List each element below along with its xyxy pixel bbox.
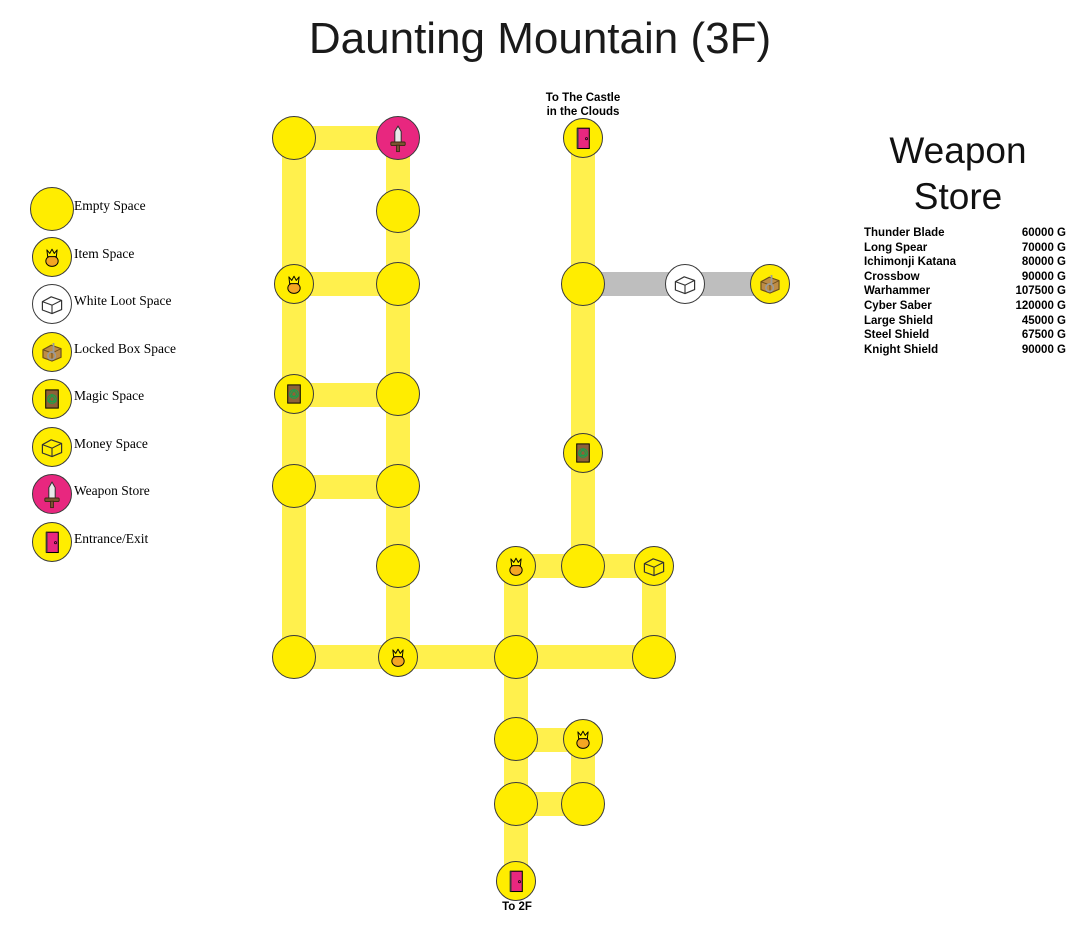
weapon-store-title: Weapon Store xyxy=(889,130,1027,217)
legend-item-empty: Empty Space xyxy=(26,186,256,234)
weapon-price: 80000 G xyxy=(1021,256,1066,269)
legend-item-money: Money Space xyxy=(26,424,256,472)
node-empty-12[interactable] xyxy=(632,635,676,679)
node-item-1[interactable] xyxy=(274,264,314,304)
legend-item-weapon: Weapon Store xyxy=(26,471,256,519)
edge-h-bottom-long xyxy=(294,645,654,669)
legend-item-magic: Magic Space xyxy=(26,376,256,424)
weapon-name: Cyber Saber xyxy=(864,299,932,312)
weapon-store-item: Knight Shield 90000 G xyxy=(848,343,1068,358)
weapon-store-item: Warhammer 107500 G xyxy=(848,284,1068,299)
node-white-loot[interactable] xyxy=(665,264,705,304)
weapon-store-item: Cyber Saber 120000 G xyxy=(848,299,1068,314)
weapon-price: 45000 G xyxy=(1021,314,1066,327)
weapon-price: 120000 G xyxy=(1015,299,1066,312)
weapon-price: 107500 G xyxy=(1015,285,1066,298)
entrance-exit-icon xyxy=(32,521,72,562)
legend-item-label: Item Space xyxy=(74,245,135,261)
legend-item-label: Entrance/Exit xyxy=(74,530,149,546)
legend-item-entrance: Entrance/Exit xyxy=(26,519,256,567)
edge-v-center-mid-a xyxy=(571,284,595,453)
weapon-name: Thunder Blade xyxy=(864,227,945,239)
weapon-store-icon xyxy=(32,474,72,514)
item-space-icon xyxy=(32,236,72,277)
weapon-name: Steel Shield xyxy=(864,329,930,342)
node-empty-9[interactable] xyxy=(561,262,605,306)
page-title: Daunting Mountain (3F) xyxy=(308,14,772,63)
weapon-price: 67500 G xyxy=(1021,329,1066,342)
weapon-name: Crossbow xyxy=(864,270,920,283)
white-loot-space-icon xyxy=(32,284,72,324)
node-empty-15[interactable] xyxy=(561,782,605,826)
node-empty-2[interactable] xyxy=(376,189,420,233)
node-empty-11[interactable] xyxy=(494,635,538,679)
legend-item-label: Money Space xyxy=(74,435,148,451)
legend-item-label: White Loot Space xyxy=(74,293,172,308)
legend-item-label: Empty Space xyxy=(74,198,146,213)
edge-v-center-top xyxy=(571,138,595,284)
weapon-name: Knight Shield xyxy=(864,343,939,356)
legend-item-white-loot: White Loot Space xyxy=(26,281,256,329)
node-empty-7[interactable] xyxy=(376,544,420,588)
node-item-2[interactable] xyxy=(378,637,418,677)
node-locked-box[interactable] xyxy=(750,264,790,304)
node-empty-4[interactable] xyxy=(376,372,420,416)
node-entrance-top[interactable] xyxy=(563,118,603,158)
node-empty-14[interactable] xyxy=(494,782,538,826)
node-item-3[interactable] xyxy=(496,546,536,586)
weapon-store-item: Crossbow 90000 G xyxy=(848,270,1068,285)
weapon-store-item: Steel Shield 67500 G xyxy=(848,328,1068,343)
weapon-store-panel: Weapon Store Thunder Blade 60000 G Long Sp… xyxy=(848,128,1068,357)
weapon-name: Warhammer xyxy=(864,285,931,298)
node-magic-2[interactable] xyxy=(563,433,603,473)
to-2f-label: To 2F xyxy=(502,901,532,913)
magic-space-icon xyxy=(32,379,72,419)
edge-v-left-col-a xyxy=(282,138,306,284)
weapon-store-item: Large Shield 45000 G xyxy=(848,314,1068,329)
node-empty-10[interactable] xyxy=(561,544,605,588)
legend-item-label: Magic Space xyxy=(74,388,145,403)
node-item-4[interactable] xyxy=(563,719,603,759)
weapon-store-item: Ichimonji Katana 80000 G xyxy=(848,255,1068,270)
weapon-name: Long Spear xyxy=(864,241,928,254)
node-money[interactable] xyxy=(634,546,674,586)
node-empty-13[interactable] xyxy=(494,717,538,761)
node-empty-3[interactable] xyxy=(376,262,420,306)
weapon-price: 90000 G xyxy=(1021,343,1066,356)
legend-item-label: Weapon Store xyxy=(74,483,150,498)
node-weapon-store[interactable] xyxy=(376,116,420,160)
to-the-castle-label: To The Castle in the Clouds xyxy=(545,92,621,118)
weapon-price: 70000 G xyxy=(1021,241,1066,254)
empty-space-icon xyxy=(30,187,74,231)
node-empty-6[interactable] xyxy=(376,464,420,508)
weapon-price: 90000 G xyxy=(1021,270,1066,283)
node-magic-1[interactable] xyxy=(274,374,314,414)
weapon-name: Large Shield xyxy=(864,314,934,327)
locked-box-space-icon xyxy=(32,331,72,372)
weapon-store-item: Long Spear 70000 G xyxy=(848,241,1068,256)
node-empty-1[interactable] xyxy=(272,116,316,160)
node-empty-8[interactable] xyxy=(272,635,316,679)
legend-item-label: Locked Box Space xyxy=(74,340,176,356)
weapon-name: Ichimonji Katana xyxy=(864,256,957,269)
weapon-store-item: Thunder Blade 60000 G xyxy=(848,226,1068,241)
weapon-price: 60000 G xyxy=(1021,227,1066,239)
money-space-icon xyxy=(32,426,72,467)
edge-v-left-col-d xyxy=(282,486,306,657)
node-empty-5[interactable] xyxy=(272,464,316,508)
legend-item-locked-box: Locked Box Space xyxy=(26,329,256,377)
node-entrance-2f[interactable] xyxy=(496,861,536,901)
legend-item-item: Item Space xyxy=(26,234,256,282)
